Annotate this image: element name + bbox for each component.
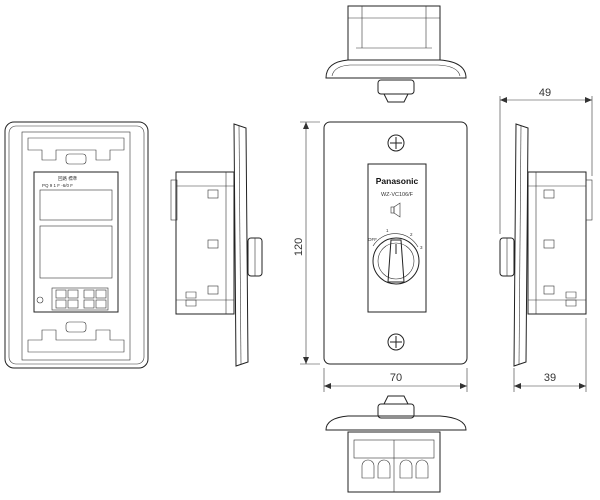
side-view-left — [170, 123, 263, 367]
label-depth-total: 49 — [539, 87, 551, 99]
top-slot — [65, 153, 87, 165]
side-view-right — [499, 123, 593, 367]
back-label-top: 回路 標準 — [58, 175, 78, 182]
bottom-screw — [387, 333, 405, 351]
top-view — [325, 5, 467, 103]
label-depth-body: 39 — [544, 372, 556, 384]
back-label-terminals: PQ 9 1 F -6/0 F — [42, 183, 73, 188]
control-panel — [367, 163, 427, 313]
bottom-slot — [65, 321, 87, 333]
back-panel-upper — [39, 189, 113, 221]
top-view-plate — [325, 59, 467, 79]
scale-off: OFF — [368, 237, 377, 242]
label-width: 70 — [390, 372, 402, 384]
speaker-icon — [390, 202, 401, 218]
back-view: 回路 標準 PQ 9 1 F -6/0 F — [4, 121, 149, 369]
scale-3: 3 — [420, 245, 423, 250]
scale-2: 2 — [410, 232, 413, 237]
terminal-block — [36, 287, 109, 311]
dimension-depth-body: 39 — [513, 318, 587, 392]
model-label: WZ-VC106/F — [381, 192, 414, 198]
bottom-view — [325, 395, 467, 493]
dimension-width: 70 — [323, 368, 468, 392]
top-screw — [387, 134, 405, 152]
top-view-knob — [377, 79, 415, 95]
back-panel-lower — [39, 225, 113, 279]
bottom-view-plate — [325, 415, 467, 431]
scale-1: 1 — [386, 228, 389, 233]
volume-knob — [372, 237, 420, 285]
dimension-height: 120 — [293, 121, 320, 365]
volume-scale: OFF 1 2 3 — [368, 228, 423, 250]
brand-label: Panasonic — [376, 176, 419, 186]
label-height: 120 — [293, 238, 305, 256]
bottom-view-knob — [377, 403, 415, 419]
front-view: Panasonic WZ-VC106/F OFF 1 2 3 — [323, 121, 468, 365]
cover-plate — [323, 121, 468, 365]
dimension-depth-total: 49 — [499, 87, 593, 234]
